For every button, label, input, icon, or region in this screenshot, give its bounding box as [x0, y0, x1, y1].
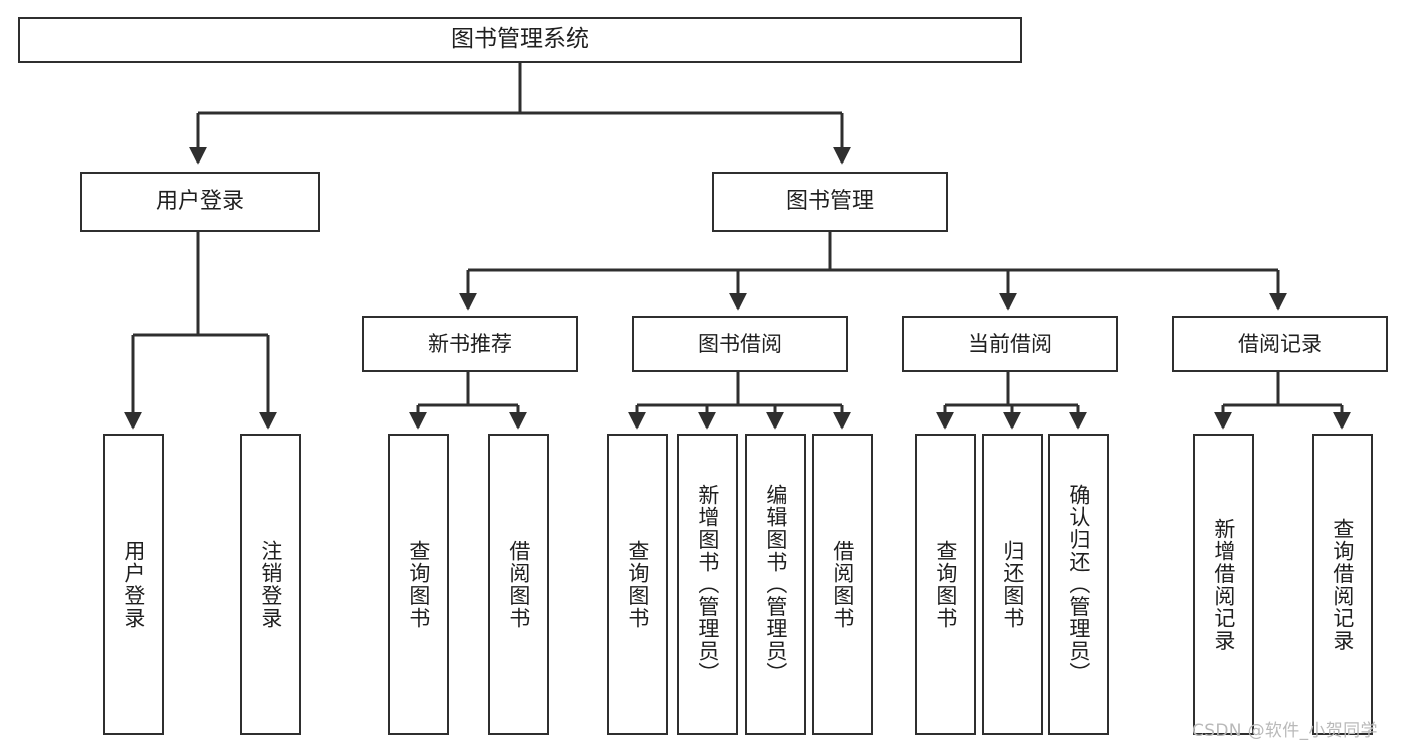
leaf-edit-book-admin[interactable]: 编辑图书（管理员） [745, 434, 806, 735]
node-root-system[interactable]: 图书管理系统 [18, 17, 1022, 63]
node-current-borrow[interactable]: 当前借阅 [902, 316, 1118, 372]
leaf-label: 新增借阅记录 [1211, 517, 1236, 652]
leaf-label: 查询图书 [625, 539, 650, 630]
node-book-manage[interactable]: 图书管理 [712, 172, 948, 232]
leaf-label: 确认归还（管理员） [1066, 484, 1091, 685]
leaf-label: 用户登录 [121, 539, 146, 630]
leaf-query-book-recommend[interactable]: 查询图书 [388, 434, 449, 735]
leaf-logout[interactable]: 注销登录 [240, 434, 301, 735]
node-book-borrow[interactable]: 图书借阅 [632, 316, 848, 372]
leaf-label: 编辑图书（管理员） [763, 484, 788, 685]
leaf-label: 查询图书 [933, 539, 958, 630]
leaf-label: 借阅图书 [506, 539, 531, 630]
leaf-label: 借阅图书 [830, 539, 855, 630]
leaf-return-book[interactable]: 归还图书 [982, 434, 1043, 735]
leaf-user-login[interactable]: 用户登录 [103, 434, 164, 735]
node-borrow-record[interactable]: 借阅记录 [1172, 316, 1388, 372]
leaf-label: 注销登录 [258, 539, 283, 630]
leaf-label: 新增图书（管理员） [695, 484, 720, 685]
leaf-borrow-book-borrow[interactable]: 借阅图书 [812, 434, 873, 735]
leaf-query-book-current[interactable]: 查询图书 [915, 434, 976, 735]
node-user-login[interactable]: 用户登录 [80, 172, 320, 232]
leaf-query-borrow-record[interactable]: 查询借阅记录 [1312, 434, 1373, 735]
leaf-add-borrow-record[interactable]: 新增借阅记录 [1193, 434, 1254, 735]
node-new-book-recommend[interactable]: 新书推荐 [362, 316, 578, 372]
leaf-borrow-book-recommend[interactable]: 借阅图书 [488, 434, 549, 735]
leaf-confirm-return-admin[interactable]: 确认归还（管理员） [1048, 434, 1109, 735]
leaf-label: 归还图书 [1000, 539, 1025, 630]
leaf-query-book-borrow[interactable]: 查询图书 [607, 434, 668, 735]
leaf-label: 查询图书 [406, 539, 431, 630]
leaf-add-book-admin[interactable]: 新增图书（管理员） [677, 434, 738, 735]
leaf-label: 查询借阅记录 [1330, 517, 1355, 652]
